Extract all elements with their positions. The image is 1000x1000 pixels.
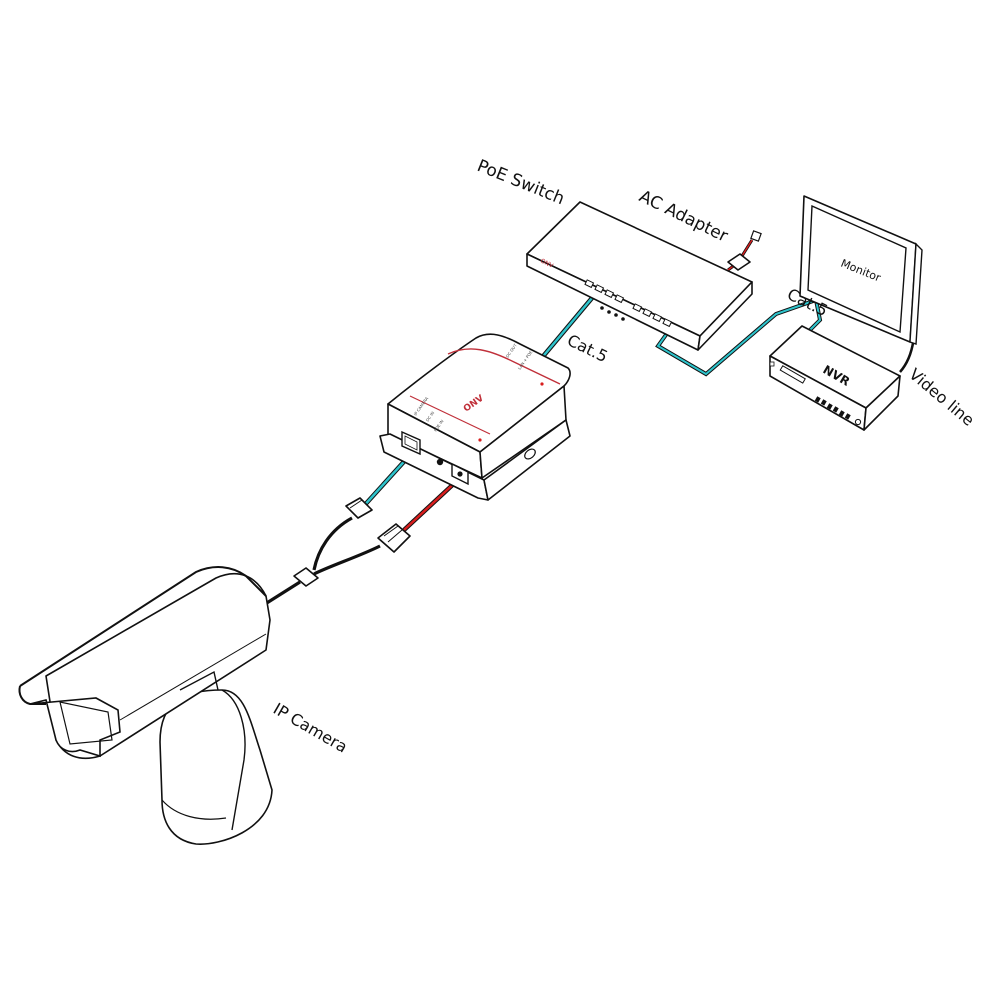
cat5-cable-switch-to-splitter	[538, 296, 594, 362]
splitter-data-cable	[360, 453, 412, 510]
label-ip-camera: IP Camera	[270, 699, 351, 757]
cable-joint-icon	[293, 567, 319, 587]
cat5-cable-switch-to-nvr	[655, 297, 823, 377]
label-poe-switch: PoE Switch	[474, 156, 567, 209]
nvr-front-buttons	[769, 361, 862, 426]
svg-text:POE IN: POE IN	[433, 419, 445, 433]
switch-ports	[584, 279, 673, 328]
rj45-plug-icon	[345, 497, 373, 519]
switch-more-ports-dots	[600, 306, 625, 321]
monitor-icon	[799, 195, 923, 345]
label-cat5-top: Cat.5	[564, 331, 611, 367]
svg-text:DC IN: DC IN	[425, 410, 436, 422]
splitter-power-cable	[402, 476, 462, 532]
poe-splitter-icon: ONV IP CAMERA DC IN POE IN DC OUT LAN + …	[379, 333, 571, 501]
power-plug-icon	[727, 230, 762, 271]
label-video-line: Video line	[905, 365, 978, 430]
dc-barrel-plug-icon	[377, 523, 411, 553]
nvr-recorder-icon	[769, 325, 901, 431]
camera-y-cable	[261, 516, 381, 608]
ip-camera-icon	[18, 566, 273, 845]
poe-switch-icon: ONV	[526, 201, 753, 351]
